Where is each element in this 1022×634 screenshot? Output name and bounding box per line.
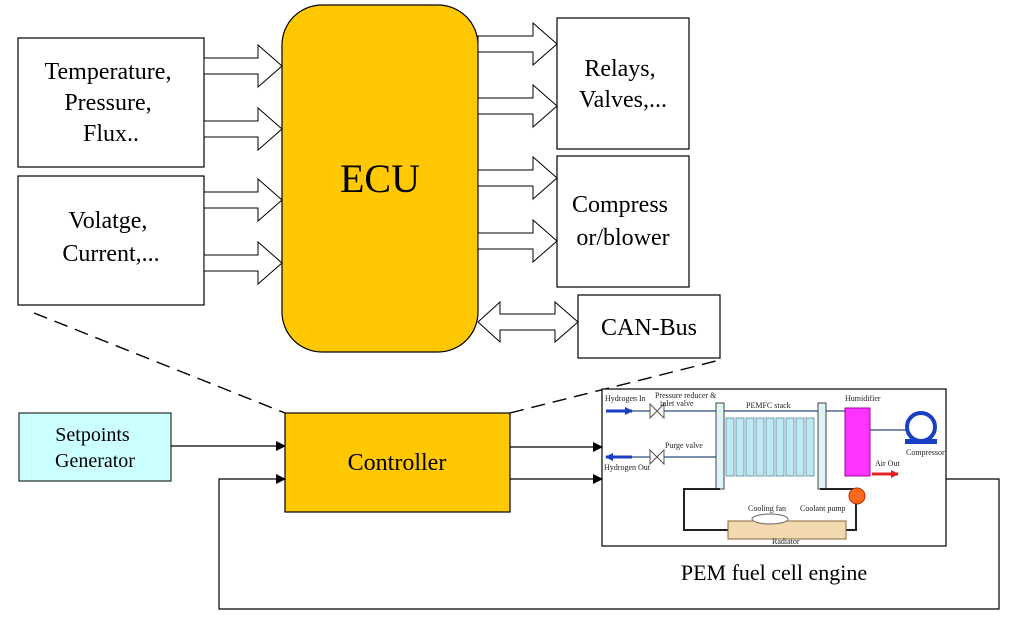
purge-valve-icon: [649, 448, 665, 466]
relays-label-line2: Valves,...: [579, 87, 667, 113]
stack-cells: [725, 417, 815, 477]
setpoints-generator-box: [18, 412, 172, 482]
output-arrow-1: [477, 21, 558, 67]
compressor-box: [556, 155, 690, 288]
controller-block: [284, 412, 511, 513]
label-inlet-valve: inlet valve: [660, 399, 694, 408]
canbus-label: CAN-Bus: [601, 315, 697, 341]
canbus-box: [577, 294, 721, 359]
electrical-input-current: Current,...: [62, 241, 159, 267]
zoom-line-left: [33, 312, 286, 414]
input-arrow-4: [203, 240, 283, 286]
electrical-inputs-box: [17, 175, 205, 306]
label-radiator: Radiator: [772, 537, 800, 546]
electrical-input-voltage: Volatge,: [69, 208, 148, 234]
feedback-loop-line: [218, 474, 1000, 610]
ecu-label: ECU: [340, 156, 420, 201]
sensor-input-pressure: Pressure,: [64, 90, 151, 116]
svg-text:Volatge, Current,...: Volatge, Current,...: [62, 208, 159, 267]
label-air-out: Air Out: [875, 459, 900, 468]
label-hydrogen-out: Hydrogen Out: [604, 463, 651, 472]
svg-text:Relays, Valves,...: Relays, Valves,...: [579, 56, 667, 113]
output-arrow-2: [477, 83, 558, 129]
output-arrows: [477, 21, 579, 344]
svg-text:Temperature, Pressure,: Temperature, Pressure, Flux..: [45, 59, 178, 147]
input-arrow-2: [203, 106, 283, 152]
label-coolant-pump: Coolant pump: [800, 504, 846, 513]
canbus-double-arrow: [477, 300, 579, 344]
coolant-pump-icon: [848, 487, 866, 505]
label-stack: PEMFC stack: [746, 401, 791, 410]
relays-box: [556, 17, 690, 150]
controller-label: Controller: [348, 450, 447, 476]
humidifier-icon: [844, 407, 871, 477]
zoom-line-right: [509, 360, 717, 414]
fuel-cell-schematic: [605, 402, 937, 540]
sensor-inputs-box: [17, 37, 205, 168]
label-pressure-reducer: Pressure reducer &: [655, 391, 717, 400]
stack-end-plate-right: [817, 402, 827, 490]
fuel-cell-engine-caption: PEM fuel cell engine: [681, 560, 867, 585]
svg-text:Setpoints Generator: Setpoints Generator: [55, 424, 135, 472]
label-hydrogen-in: Hydrogen In: [605, 394, 646, 403]
cooling-fan-icon: [751, 513, 789, 525]
sensor-input-temperature: Temperature,: [45, 59, 172, 85]
inlet-valve-icon: [649, 402, 665, 420]
setpoints-label-line2: Generator: [55, 450, 135, 472]
compressor-label-line2: or/blower: [576, 225, 669, 251]
label-purge-valve: Purge valve: [665, 441, 703, 450]
setpoints-label-line1: Setpoints: [55, 424, 130, 446]
label-compressor: Compressor: [906, 448, 945, 457]
relays-label-line1: Relays,: [584, 56, 655, 82]
svg-text:Compress or/blower: Compress or/blower: [572, 192, 674, 251]
input-arrow-3: [203, 177, 283, 223]
label-cooling-fan: Cooling fan: [748, 504, 786, 513]
coolant-loop: [683, 488, 857, 531]
sensor-input-flux: Flux..: [83, 121, 139, 147]
output-arrow-3: [477, 155, 558, 201]
output-arrow-4: [477, 218, 558, 264]
input-arrow-1: [203, 43, 283, 89]
compressor-icon: [905, 411, 937, 443]
stack-end-plate-left: [715, 402, 725, 490]
compressor-label-line1: Compress: [572, 192, 668, 218]
input-arrows: [203, 43, 283, 286]
label-humidifier: Humidifier: [845, 394, 881, 403]
